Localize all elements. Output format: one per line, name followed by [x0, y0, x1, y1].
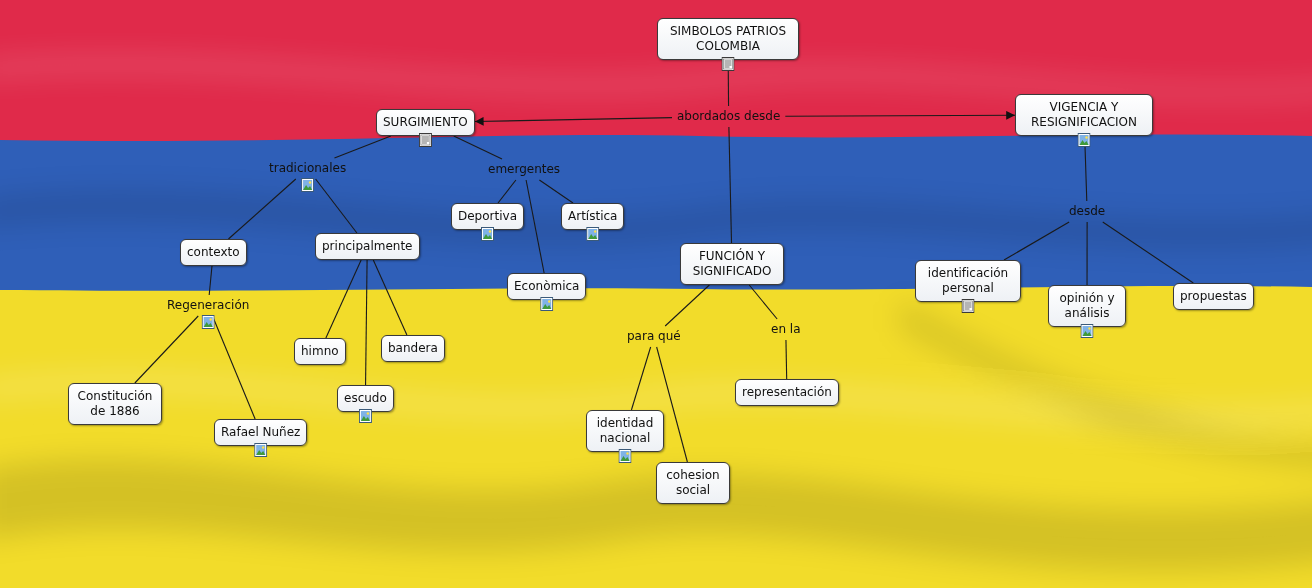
- concept-box: cohesion social: [656, 462, 730, 504]
- connector-line: [454, 136, 502, 159]
- node-text: contexto: [187, 245, 240, 260]
- node-text: abordados desde: [677, 109, 780, 124]
- resource-icon: [541, 298, 553, 311]
- node-text: escudo: [344, 391, 387, 406]
- node-text: propuestas: [1180, 289, 1247, 304]
- node-text: FUNCIÓN Y SIGNIFICADO: [687, 249, 777, 279]
- connector-line: [526, 180, 544, 273]
- connector-line: [539, 180, 573, 203]
- node-text: identidad nacional: [593, 416, 657, 446]
- blue-band: [0, 0, 1312, 291]
- connector-line: [749, 285, 777, 319]
- node-text: Artística: [568, 209, 617, 224]
- resource-icon: [302, 179, 314, 192]
- concept-box: opinión y análisis: [1048, 285, 1126, 327]
- node-text: desde: [1069, 204, 1105, 219]
- node-text: SURGIMIENTO: [383, 115, 468, 130]
- linking-phrase: emergentes: [485, 161, 563, 178]
- node-text: emergentes: [488, 162, 560, 177]
- connector-line: [135, 316, 198, 383]
- connector-line: [1004, 222, 1069, 260]
- node-text: para qué: [627, 329, 681, 344]
- node-text: Deportiva: [458, 209, 517, 224]
- concept-box: principalmente: [315, 233, 420, 260]
- concept-box: Deportiva: [451, 203, 524, 230]
- concept-box: FUNCIÓN Y SIGNIFICADO: [680, 243, 784, 285]
- connector-line: [334, 136, 390, 158]
- concept-box: Artística: [561, 203, 624, 230]
- concept-box: bandera: [381, 335, 445, 362]
- resource-icon: [619, 450, 631, 463]
- connector-line: [728, 60, 729, 106]
- concept-box: Econòmica: [507, 273, 586, 300]
- connector-line: [729, 127, 732, 243]
- connector-line: [209, 266, 212, 295]
- connector-line: [1086, 222, 1087, 285]
- connector-line: [1103, 222, 1194, 283]
- concept-box: VIGENCIA Y RESIGNIFICACION: [1015, 94, 1153, 136]
- node-text: Rafael Nuñez: [221, 425, 300, 440]
- node-text: en la: [771, 322, 801, 337]
- connector-line: [316, 179, 357, 233]
- resource-icon: [962, 300, 974, 313]
- resource-icon: [1081, 325, 1093, 338]
- connector-line: [228, 179, 295, 239]
- node-text: cohesion social: [663, 468, 723, 498]
- connector-line: [1085, 136, 1087, 201]
- connector-line: [326, 260, 361, 338]
- connector-line: [373, 260, 407, 335]
- node-text: representación: [742, 385, 832, 400]
- node-text: VIGENCIA Y RESIGNIFICACION: [1022, 100, 1146, 130]
- resource-icon: [482, 228, 494, 241]
- concept-box: Constitución de 1886: [68, 383, 162, 425]
- linking-phrase: desde: [1066, 203, 1108, 220]
- concept-box: SIMBOLOS PATRIOS COLOMBIA: [657, 18, 799, 60]
- node-text: bandera: [388, 341, 438, 356]
- linking-phrase: en la: [768, 321, 804, 338]
- linking-phrase: abordados desde: [674, 108, 783, 125]
- concept-box: representación: [735, 379, 839, 406]
- resource-icon: [419, 134, 431, 147]
- node-text: principalmente: [322, 239, 413, 254]
- silk-folds: [0, 56, 1312, 571]
- resource-icon: [359, 410, 371, 423]
- concept-box: SURGIMIENTO: [376, 109, 475, 136]
- connector-line: [366, 260, 368, 385]
- connector-line: [631, 347, 650, 410]
- resource-icon: [255, 444, 267, 457]
- concept-box: identificación personal: [915, 260, 1021, 302]
- resource-icon: [587, 228, 599, 241]
- node-text: SIMBOLOS PATRIOS COLOMBIA: [664, 24, 792, 54]
- connector-line: [785, 340, 787, 379]
- concept-box: escudo: [337, 385, 394, 412]
- resource-icon: [1078, 134, 1090, 147]
- connector-line: [665, 285, 709, 326]
- node-text: Constitución de 1886: [75, 389, 155, 419]
- node-text: opinión y análisis: [1055, 291, 1119, 321]
- concept-box: himno: [294, 338, 346, 365]
- connector-line: [213, 316, 256, 419]
- concept-box: identidad nacional: [586, 410, 664, 452]
- linking-phrase: para qué: [624, 328, 684, 345]
- concept-box: Rafael Nuñez: [214, 419, 307, 446]
- node-text: Econòmica: [514, 279, 579, 294]
- node-text: himno: [301, 344, 339, 359]
- node-text: identificación personal: [922, 266, 1014, 296]
- concept-box: propuestas: [1173, 283, 1254, 310]
- resource-icon: [202, 316, 214, 329]
- connector-line: [785, 115, 1015, 117]
- linking-phrase: tradicionales: [266, 160, 349, 177]
- node-text: Regeneración: [167, 298, 249, 313]
- connector-line: [498, 180, 516, 203]
- node-text: tradicionales: [269, 161, 346, 176]
- resource-icon: [722, 58, 734, 71]
- concept-box: contexto: [180, 239, 247, 266]
- connector-line: [475, 118, 672, 122]
- linking-phrase: Regeneración: [164, 297, 252, 314]
